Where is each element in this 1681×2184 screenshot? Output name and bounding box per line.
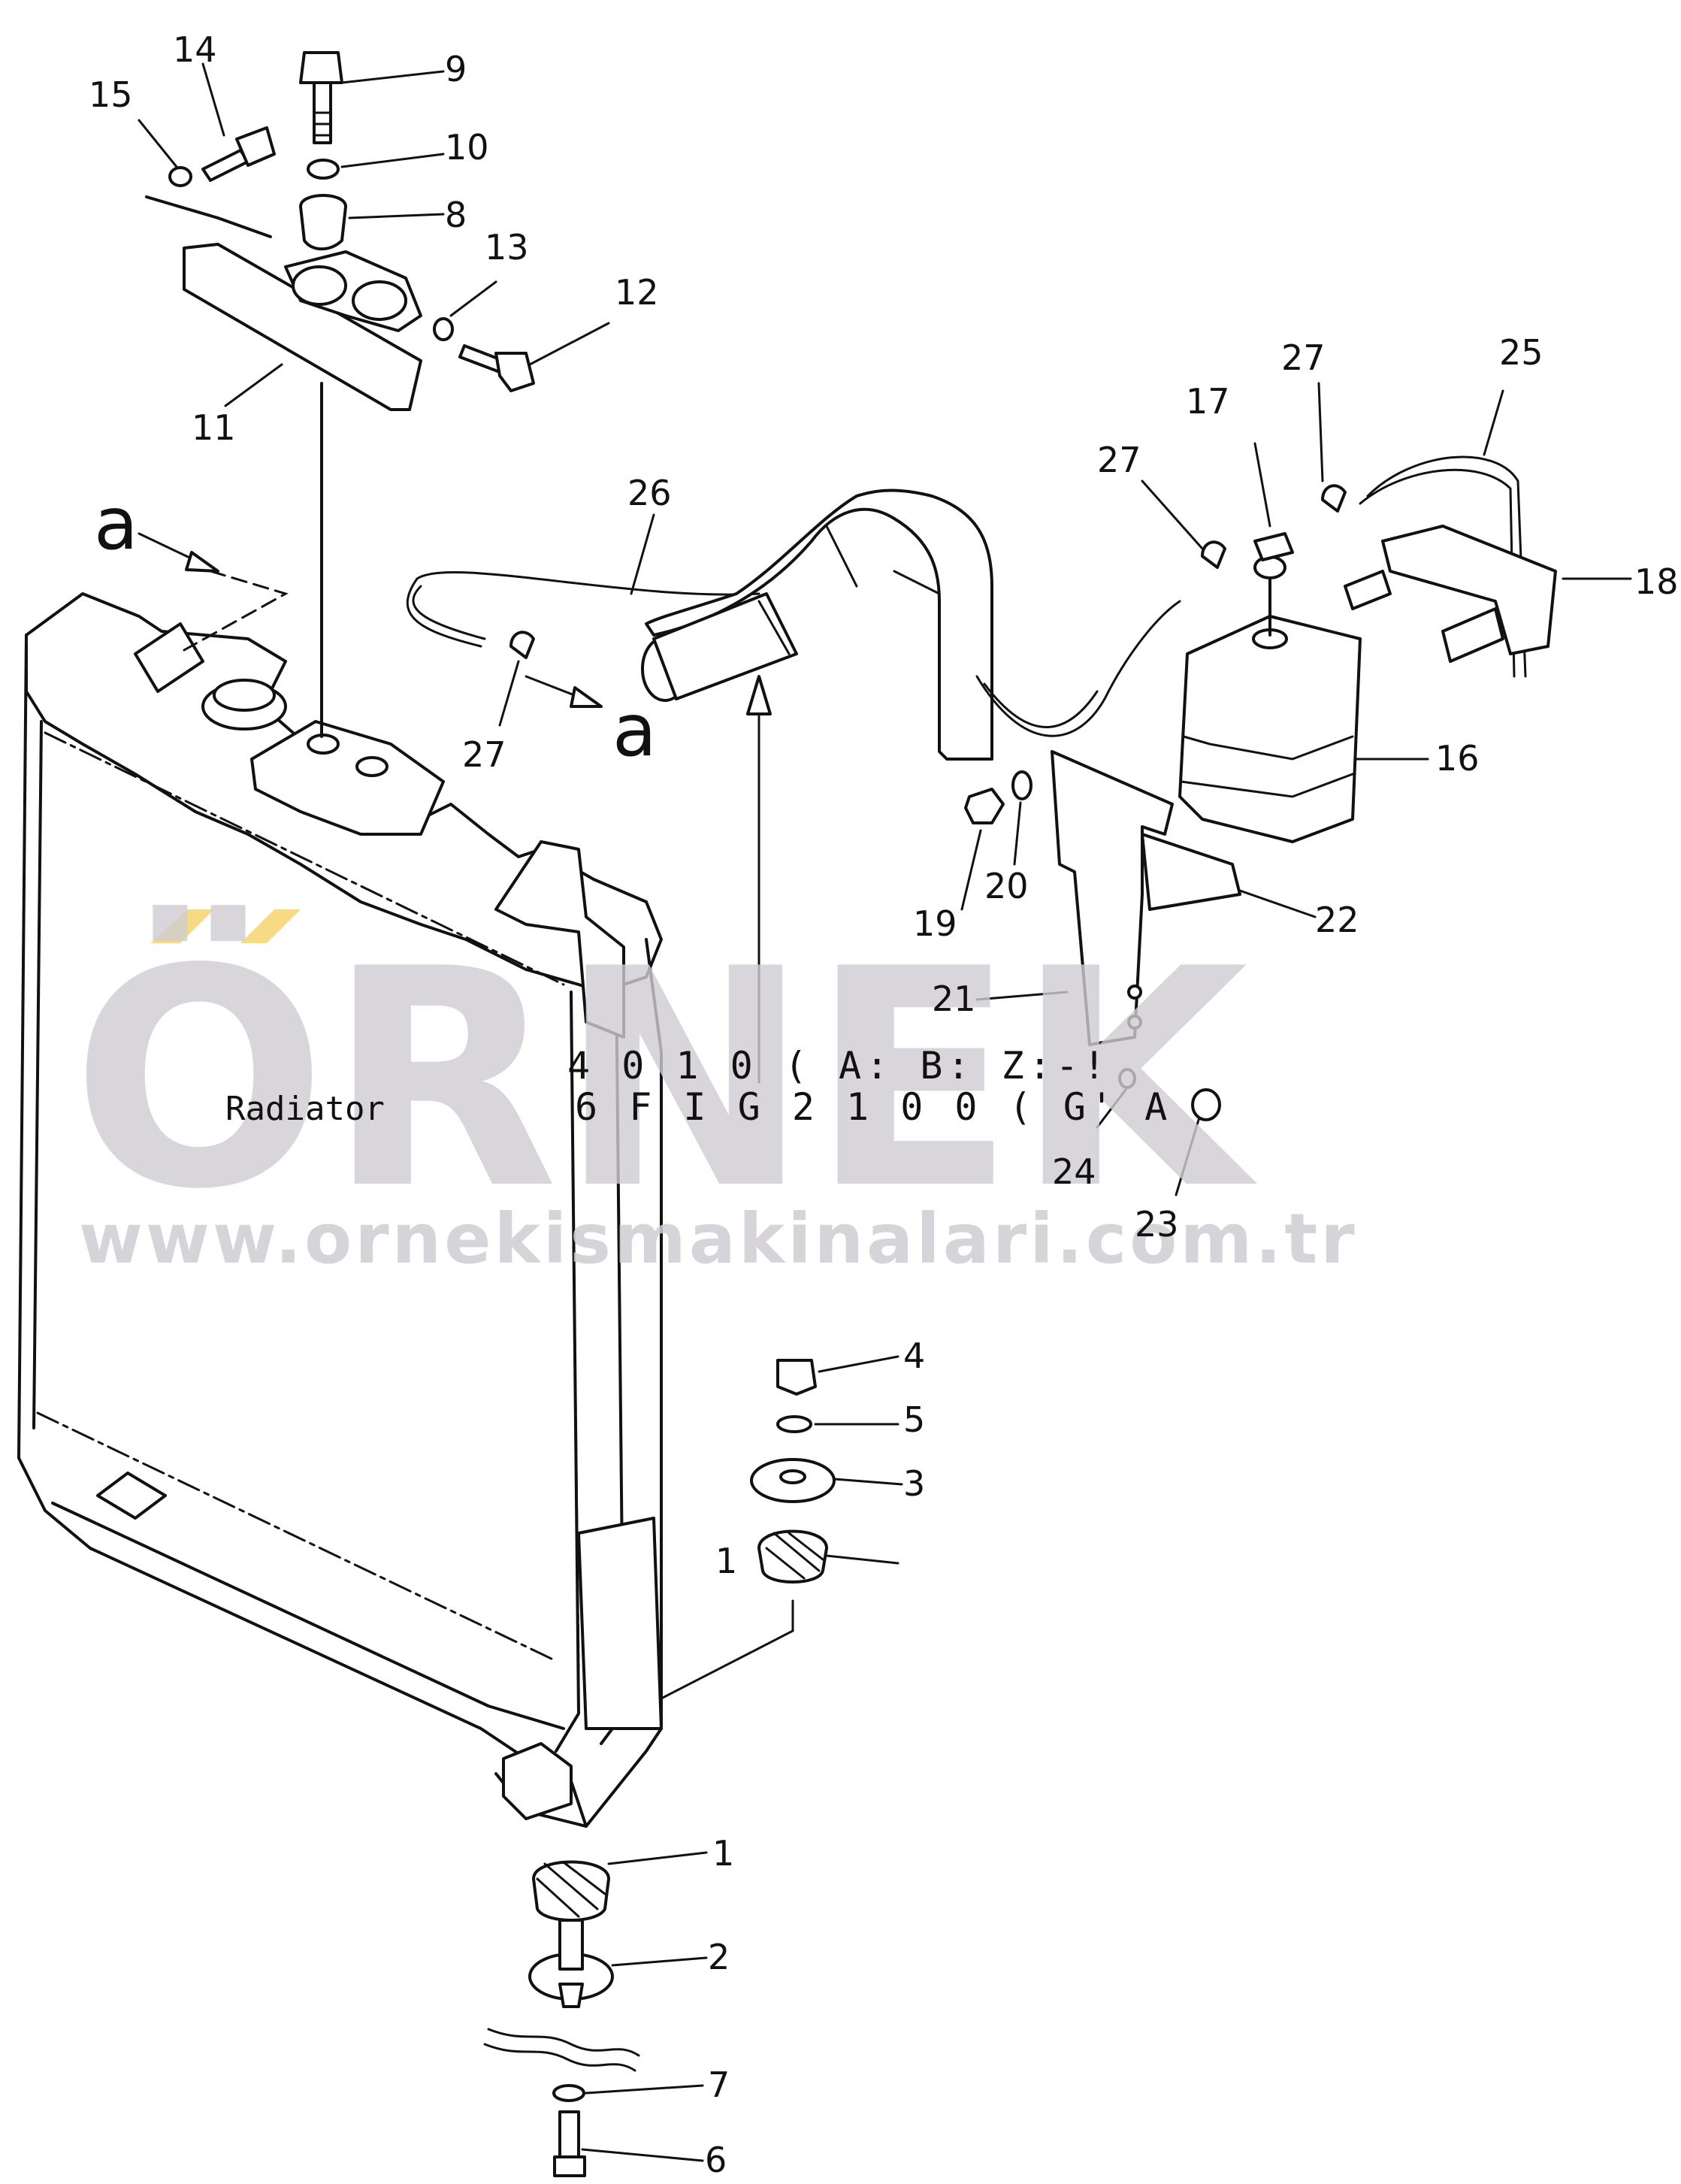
callout-6: 6 [705,2140,727,2180]
view-marker-a-left: a [94,482,138,566]
callout-1-upper: 1 [715,1541,737,1581]
watermark-accent-left [150,909,214,943]
tank-bracket-assembly [964,750,1241,1121]
callout-17: 17 [1186,381,1230,422]
callout-18: 18 [1634,561,1679,602]
callout-9: 9 [445,49,467,89]
stamp-line-2: 6 F I G 2 1 0 0 ( G' A [575,1085,1172,1129]
lower-mount-assembly [483,1359,836,2177]
callout-5: 5 [903,1399,925,1440]
callout-27-top: 27 [1281,337,1326,378]
callout-19: 19 [913,903,957,944]
callout-27-middle: 27 [1097,440,1141,480]
watermark-accent-right [240,909,301,943]
callout-12: 12 [615,272,659,313]
callout-2: 2 [708,1937,730,1977]
callout-1-lower: 1 [712,1833,734,1874]
part-labels: Radiator 4 0 1 0 ( A: B: Z:-! 6 F I G 2 … [225,1044,1172,1129]
hose-assembly [406,489,1181,761]
callout-10: 10 [445,127,489,168]
callout-7: 7 [708,2065,730,2105]
watermark: ÖRNEK www.ornekismakinalari.com.tr [71,902,1358,1279]
upper-stay-assembly [145,51,535,738]
callout-14: 14 [173,29,217,70]
callout-16: 16 [1435,738,1480,779]
callout-4: 4 [903,1336,925,1376]
callout-27-left: 27 [462,734,506,775]
watermark-url: www.ornekismakinalari.com.tr [79,1199,1358,1279]
callout-13: 13 [485,227,529,268]
callout-25: 25 [1499,332,1543,373]
radiator [17,592,663,1828]
callout-26: 26 [627,473,672,513]
leader-lines [138,62,1632,2162]
callout-22: 22 [1315,900,1359,940]
callout-3: 3 [903,1463,925,1504]
callout-23: 23 [1135,1204,1179,1245]
watermark-brand: ÖRNEK [71,902,1259,1255]
callout-24: 24 [1052,1151,1096,1192]
radiator-label: Radiator [225,1090,385,1128]
stamp-line-1: 4 0 1 0 ( A: B: Z:-! [567,1044,1110,1087]
callout-21: 21 [932,979,976,1019]
callout-15: 15 [89,74,133,115]
callout-8: 8 [445,195,467,235]
view-marker-a-right: a [612,688,657,773]
callout-20: 20 [984,866,1029,906]
callout-11: 11 [192,407,236,448]
reserve-tank-assembly [509,455,1557,843]
callouts: 1 1 2 3 4 5 6 7 8 9 10 11 12 13 14 15 16… [89,29,1679,2180]
